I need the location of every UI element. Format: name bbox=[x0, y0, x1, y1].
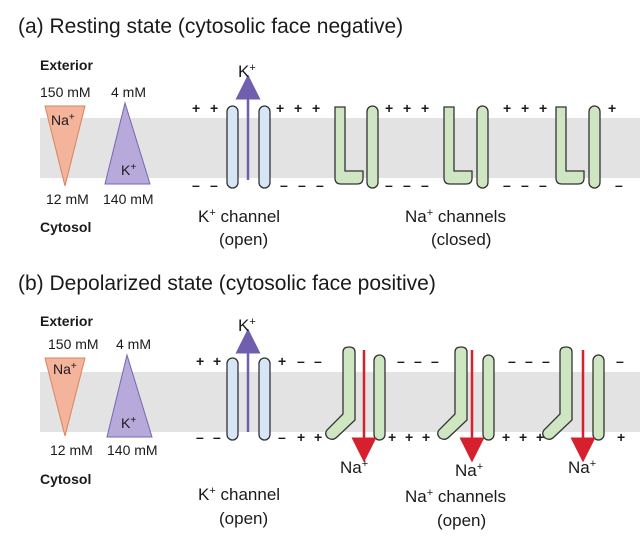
panel-a-cytosol-label: Cytosol bbox=[40, 219, 91, 235]
panel-a-charges-top: ++ +++ +++ +++ + bbox=[192, 100, 616, 116]
panel-a-k-in-conc: 140 mM bbox=[103, 191, 154, 207]
panel-a-na-channel-1 bbox=[334, 105, 379, 189]
panel-b-k-gradient-triangle bbox=[106, 353, 153, 438]
panel-b-k-channel: K+ bbox=[226, 316, 271, 441]
panel-b-na-channel-2: Na+ bbox=[437, 346, 495, 480]
panel-a-k-arrow-label: K+ bbox=[238, 62, 256, 81]
panel-a-charges-bottom: –– ––– ––– ––– – bbox=[192, 177, 623, 193]
panel-b-k-channel-label: K+ channel bbox=[198, 485, 280, 504]
panel-b-na-gradient-triangle bbox=[44, 357, 86, 437]
panel-b-charges-bottom: –– –++ +++ +++ + bbox=[196, 429, 625, 445]
panel-b-k-in-conc: 140 mM bbox=[107, 442, 158, 458]
panel-b-na-in-conc: 12 mM bbox=[50, 442, 93, 458]
panel-b-na-flow-label-1: Na+ bbox=[340, 458, 368, 477]
panel-b-na-flow-label-3: Na+ bbox=[568, 458, 596, 477]
panel-a-na-channel-2 bbox=[443, 105, 489, 189]
panel-a-na-in-conc: 12 mM bbox=[46, 191, 89, 207]
panel-b-k-out-conc: 4 mM bbox=[116, 336, 151, 352]
panel-a-k-gradient-triangle bbox=[104, 101, 151, 185]
panel-a-na-out-conc: 150 mM bbox=[40, 84, 91, 100]
panel-a-k-channel-state: (open) bbox=[219, 230, 268, 249]
panel-b: (b) Depolarized state (cytosolic face po… bbox=[18, 272, 640, 530]
panel-a-na-gradient-triangle bbox=[44, 105, 86, 187]
panel-a-na-channel-3 bbox=[555, 105, 601, 189]
panel-b-title: (b) Depolarized state (cytosolic face po… bbox=[18, 272, 436, 295]
panel-b-na-channels-label: Na+ channels bbox=[405, 487, 506, 506]
panel-b-k-arrow-label: K+ bbox=[238, 316, 256, 335]
panel-b-na-flow-label-2: Na+ bbox=[455, 461, 483, 480]
panel-b-k-channel-state: (open) bbox=[219, 509, 268, 528]
panel-b-exterior-label: Exterior bbox=[40, 313, 93, 329]
panel-a-k-channel-label: K+ channel bbox=[198, 207, 280, 226]
panel-b-na-channels-state: (open) bbox=[437, 511, 486, 530]
panel-a-exterior-label: Exterior bbox=[40, 57, 93, 73]
panel-a-na-channels-label: Na+ channels bbox=[405, 207, 506, 226]
panel-b-na-channel-3: Na+ bbox=[542, 346, 605, 477]
panel-b-cytosol-label: Cytosol bbox=[40, 471, 91, 487]
panel-a: (a) Resting state (cytosolic face negati… bbox=[18, 15, 640, 249]
panel-b-na-out-conc: 150 mM bbox=[48, 336, 99, 352]
panel-b-na-channel-1: Na+ bbox=[325, 346, 386, 477]
panel-a-title: (a) Resting state (cytosolic face negati… bbox=[18, 15, 403, 38]
panel-a-k-channel: K+ bbox=[226, 62, 271, 189]
panel-a-na-channels-state: (closed) bbox=[431, 230, 491, 249]
panel-a-k-out-conc: 4 mM bbox=[111, 84, 146, 100]
panel-b-charges-top: ++ +–– ––– ––– – bbox=[196, 353, 624, 369]
